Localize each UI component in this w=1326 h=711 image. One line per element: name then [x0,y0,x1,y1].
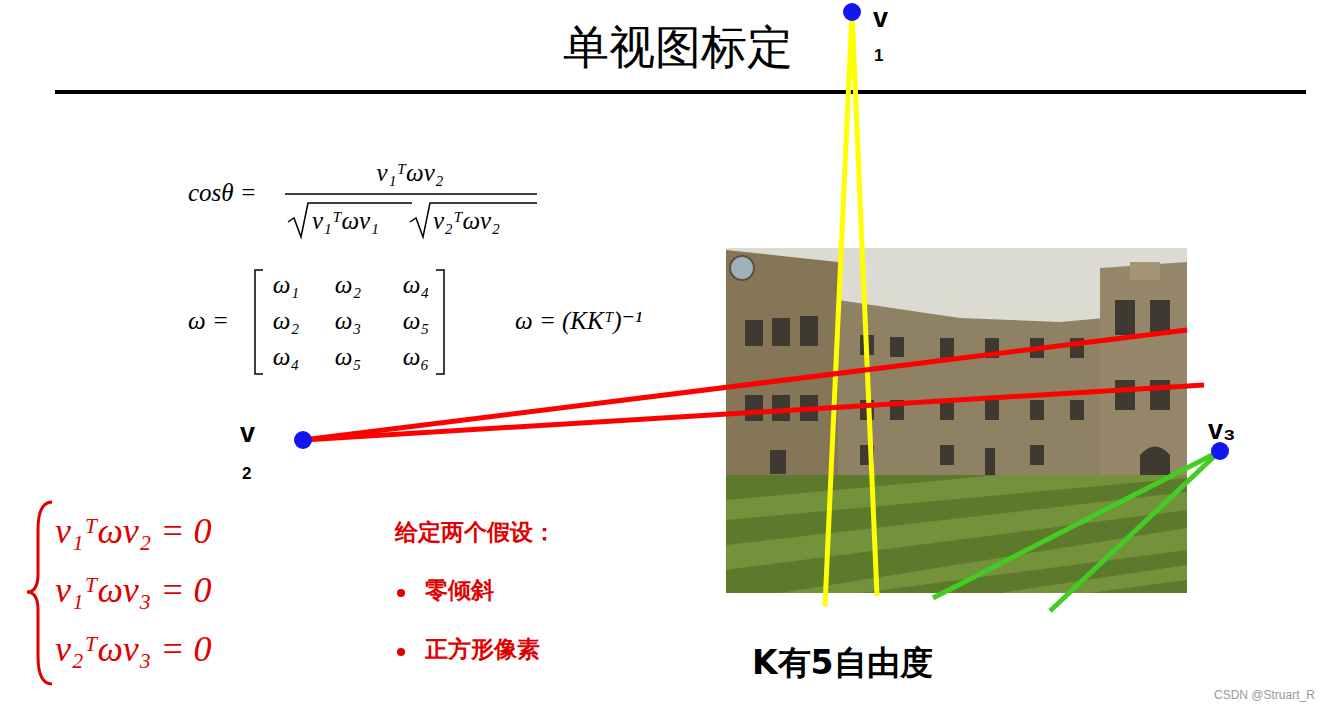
vanishing-point [843,3,861,21]
point-label: v [873,2,888,34]
matrix-bracket [436,270,444,374]
title-rule [55,90,1306,94]
fraction-bar [285,193,537,195]
matrix-cell: ω₂ [335,270,361,300]
assumption-item: 正方形像素 [425,636,540,664]
matrix-cell: ω₂ [273,306,299,336]
sqrt-sign [410,203,537,237]
vanishing-lines [303,12,1220,611]
sqrt-sign [288,203,412,237]
matrix-cell: ω₄ [403,270,429,300]
bullet [397,589,405,597]
formula-text: v₁ᵀωv₂ [377,158,444,188]
matrix-cell: ω₁ [273,270,299,300]
constraint-equation: v₁ᵀωv₃ = 0 [55,569,212,612]
point-label: 2 [242,464,251,484]
constraint-equation: v₁ᵀωv₂ = 0 [55,510,212,553]
point-label: 1 [874,46,883,66]
point-label: v [240,417,255,449]
formula-text: ω = (KKᵀ)⁻¹ [515,306,642,336]
formula-text: cosθ = [188,178,257,208]
matrix-cell: ω₄ [273,342,299,372]
bullet [397,648,405,656]
assumption-item: 零倾斜 [425,577,494,605]
formula-text: ω = [188,306,229,336]
slide-title: 单视图标定 [563,20,793,75]
constraint-equation: v₂ᵀωv₃ = 0 [55,628,212,671]
vanishing-point [294,431,312,449]
assumption-heading: 给定两个假设： [395,519,556,547]
matrix-cell: ω₆ [403,342,429,372]
point-label: v₃ [1208,414,1236,446]
matrix-bracket [255,270,263,374]
watermark: CSDN @Struart_R [1214,688,1315,702]
formula-text: v₂ᵀωv₂ [433,206,500,236]
building-photo [726,248,1187,593]
matrix-cell: ω₅ [403,306,429,336]
dof-note: K有5自由度 [752,643,933,683]
equation-brace [27,502,52,684]
matrix-cell: ω₅ [335,342,361,372]
matrix-cell: ω₃ [335,306,361,336]
formula-text: v₁ᵀωv₁ [312,206,379,236]
